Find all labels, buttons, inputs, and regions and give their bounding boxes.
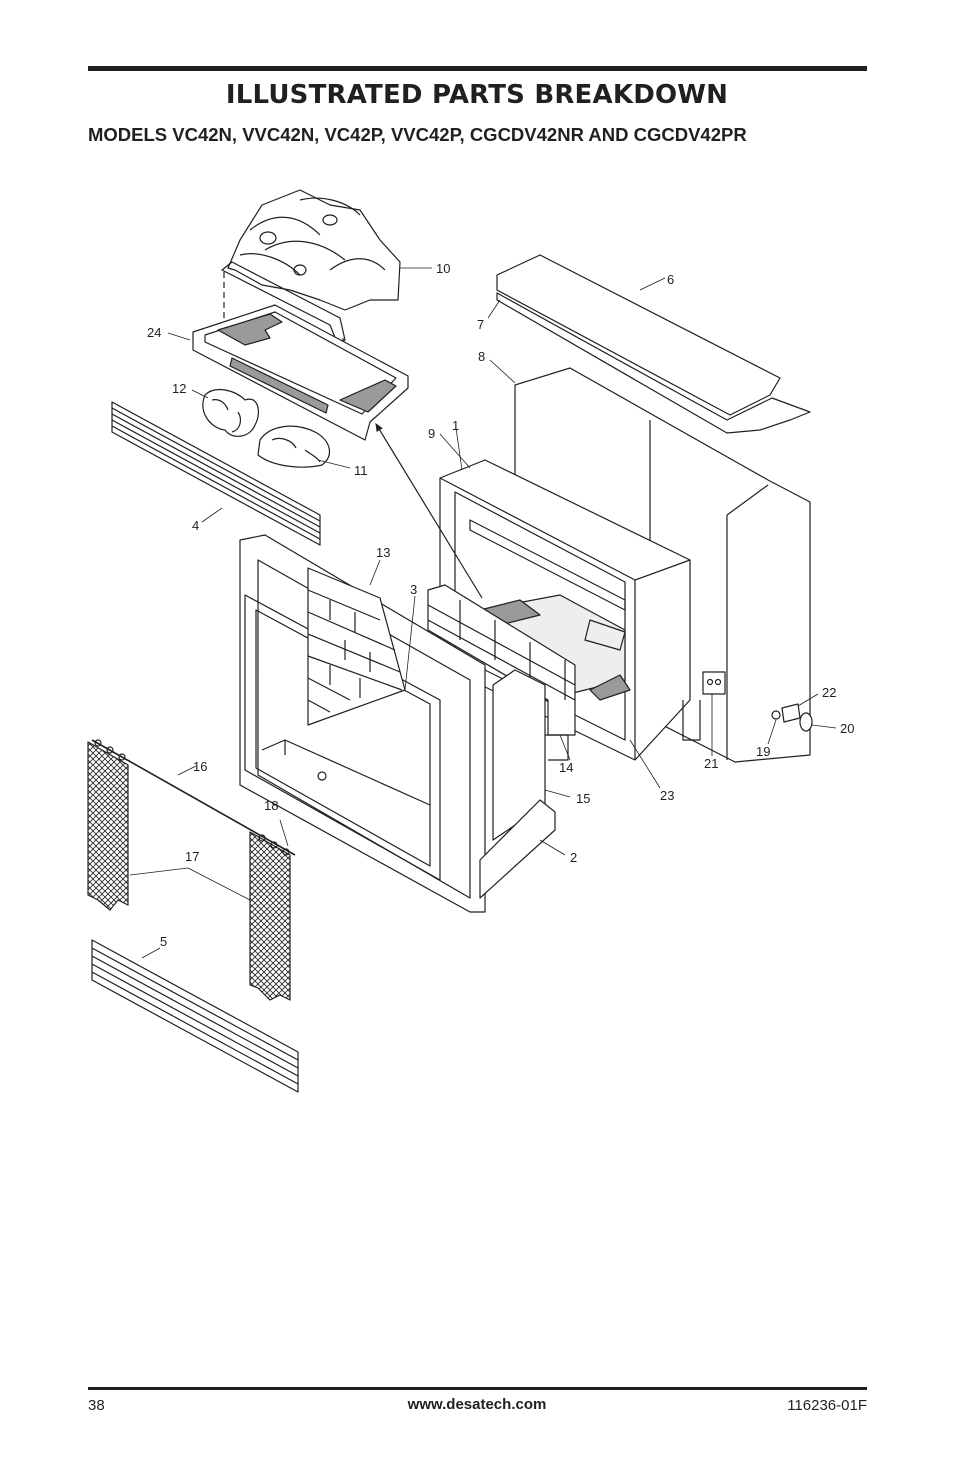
callout-5: 5: [160, 934, 167, 949]
callout-2: 2: [570, 850, 577, 865]
page-number: 38: [88, 1397, 105, 1414]
ember-rock-12-drawing: [202, 388, 259, 437]
callout-6: 6: [667, 272, 674, 287]
callout-8: 8: [478, 349, 485, 364]
side-panel-drawing: [492, 669, 569, 841]
callout-15: 15: [576, 791, 590, 806]
callout-19: 19: [756, 744, 770, 759]
page-title: ILLUSTRATED PARTS BREAKDOWN: [225, 80, 729, 110]
leader-lines: [129, 267, 837, 959]
grate-drawing: [192, 304, 409, 441]
callout-21: 21: [704, 756, 718, 771]
callout-4: 4: [192, 518, 199, 533]
website-link[interactable]: www.desatech.com: [407, 1396, 547, 1413]
callout-23: 23: [660, 788, 674, 803]
callout-7: 7: [477, 317, 484, 332]
callout-3: 3: [410, 582, 417, 597]
base-drawing: [479, 799, 556, 899]
callout-24: 24: [147, 325, 161, 340]
models-subtitle: MODELS VC42N, VVC42N, VC42P, VVC42P, CGC…: [88, 124, 747, 145]
ember-rock-11-drawing: [257, 425, 331, 468]
bottom-trim-drawing: [91, 939, 299, 1093]
part-20-drawing: [799, 712, 813, 732]
callout-14: 14: [559, 760, 573, 775]
callout-11: 11: [354, 463, 368, 478]
top-panel-drawing: [496, 254, 811, 434]
callout-18: 18: [264, 798, 278, 813]
callout-17: 17: [185, 849, 199, 864]
glass-frame-drawing: [239, 534, 486, 913]
callout-9: 9: [428, 426, 435, 441]
document-number: 116236-01F: [787, 1397, 867, 1414]
callout-1: 1: [452, 418, 459, 433]
part-19-drawing: [771, 710, 781, 720]
callout-13: 13: [376, 545, 390, 560]
callout-12: 12: [172, 381, 186, 396]
callout-22: 22: [822, 685, 836, 700]
header-rule: [88, 66, 867, 71]
screen-assembly-drawing: [87, 739, 296, 1001]
callout-10: 10: [436, 261, 450, 276]
log-set-drawing: [221, 189, 401, 346]
callout-20: 20: [840, 721, 854, 736]
bracket-21-drawing: [702, 671, 726, 695]
top-trim-drawing: [111, 401, 321, 546]
footer-rule: [88, 1387, 867, 1390]
exploded-parts-diagram: 10 6 7 8 24 12 9 1 11 4 13 3 22 20 19 21…: [87, 189, 854, 1093]
callout-16: 16: [193, 759, 207, 774]
